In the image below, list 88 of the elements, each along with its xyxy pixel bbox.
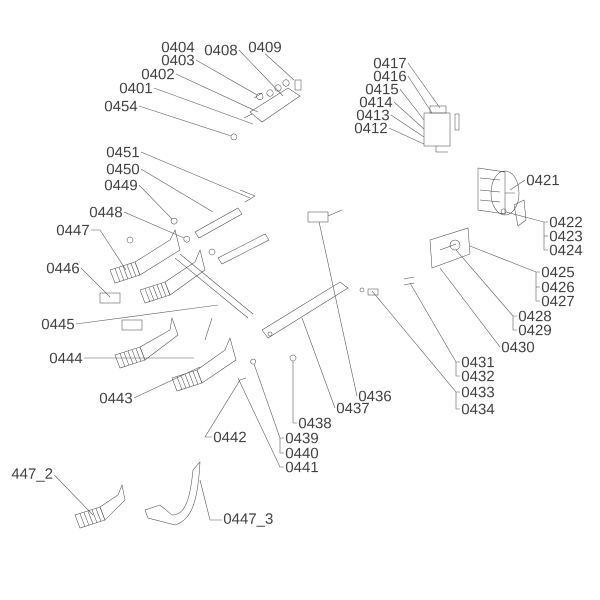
callout-number: 0425: [542, 266, 574, 278]
callout-number: 0450: [106, 164, 140, 174]
leader-line: [76, 304, 218, 324]
callout-number: 0439: [286, 432, 318, 444]
leader-line: [176, 74, 258, 112]
leader-line: [506, 212, 548, 222]
leader-line: [138, 184, 172, 220]
washer: [230, 134, 238, 140]
callout-number: 0448: [90, 206, 122, 218]
leader-line: [54, 474, 94, 516]
callout-number: 0412: [354, 122, 387, 134]
leader-line: [254, 364, 284, 438]
callout-number: 0421: [526, 174, 559, 186]
callout-number: 0426: [542, 282, 574, 292]
washer: [170, 218, 178, 224]
callout-number: 0402: [142, 68, 174, 80]
leader-line: [140, 168, 214, 212]
washer: [250, 358, 256, 364]
leader-line: [372, 290, 460, 392]
washer: [290, 354, 296, 362]
callout-number: 0428: [518, 310, 551, 322]
callout-number: 0430: [502, 342, 534, 352]
leader-line: [238, 378, 284, 468]
callout-number: 0409: [248, 42, 281, 52]
leader-line: [408, 76, 432, 114]
washer: [184, 236, 190, 242]
leader-line: [154, 88, 254, 124]
callout-number: 0443: [100, 392, 132, 404]
leader-line: [470, 246, 540, 272]
leader-line: [440, 268, 500, 348]
callout-number: 0423: [550, 230, 582, 242]
callout-number: 0403: [162, 54, 194, 66]
callout-number: 0445: [42, 318, 74, 330]
leader-line: [456, 250, 518, 316]
callout-number: 0432: [462, 370, 494, 382]
leader-line: [390, 114, 424, 138]
leader-line: [510, 180, 526, 190]
leader-line: [140, 152, 250, 198]
leader-line: [134, 366, 200, 398]
washer: [256, 93, 264, 100]
leader-line: [302, 318, 336, 408]
callout-number: 0433: [462, 386, 494, 398]
callout-number: 0440: [286, 448, 318, 458]
callout-number: 0437: [336, 402, 369, 414]
leader-line: [196, 60, 258, 96]
callout-number: 0408: [204, 44, 237, 56]
leader-line: [204, 380, 240, 438]
leader-line: [408, 62, 440, 108]
callout-number: 0447_3: [224, 513, 273, 527]
leader-line: [124, 212, 184, 238]
callout-number: 0447: [56, 224, 89, 236]
switch-part: [308, 212, 328, 222]
callout-number: 0449: [104, 180, 137, 190]
leader-line: [264, 53, 294, 80]
callout-number: 447_2: [12, 468, 52, 482]
leader-line: [400, 88, 424, 120]
callout-number: 0415: [366, 84, 398, 94]
leader-line: [200, 480, 222, 520]
callout-number: 0417: [374, 58, 406, 68]
callout-number: 0431: [462, 356, 494, 368]
callout-number: 0442: [214, 432, 246, 442]
callout-number: 0422: [550, 216, 582, 228]
callout-number: 0404: [162, 42, 194, 52]
callout-number: 0444: [50, 352, 82, 364]
callout-number: 0438: [298, 418, 331, 428]
callout-number: 0424: [550, 244, 582, 256]
leader-line: [238, 50, 284, 96]
callout-number: 0434: [462, 404, 494, 414]
leader-line: [410, 282, 460, 362]
callout-number: 0416: [374, 70, 406, 82]
leader-line: [292, 360, 298, 424]
washer: [500, 208, 506, 214]
callout-number: 0401: [120, 82, 152, 94]
leader-line: [90, 230, 126, 270]
callout-number: 0427: [542, 296, 574, 306]
callout-number: 0436: [358, 390, 391, 402]
callout-number: 0454: [104, 100, 138, 112]
leader-line: [318, 222, 358, 396]
leader-line: [138, 106, 232, 136]
callout-number: 0441: [286, 462, 318, 472]
callout-number: 0414: [360, 96, 392, 108]
leader-line: [388, 128, 424, 144]
leader-line: [394, 102, 424, 130]
callout-number: 0413: [356, 110, 389, 120]
callout-number: 0451: [106, 146, 139, 158]
callout-number: 0429: [518, 324, 551, 336]
callout-number: 0446: [46, 262, 79, 274]
leader-line: [80, 268, 110, 298]
